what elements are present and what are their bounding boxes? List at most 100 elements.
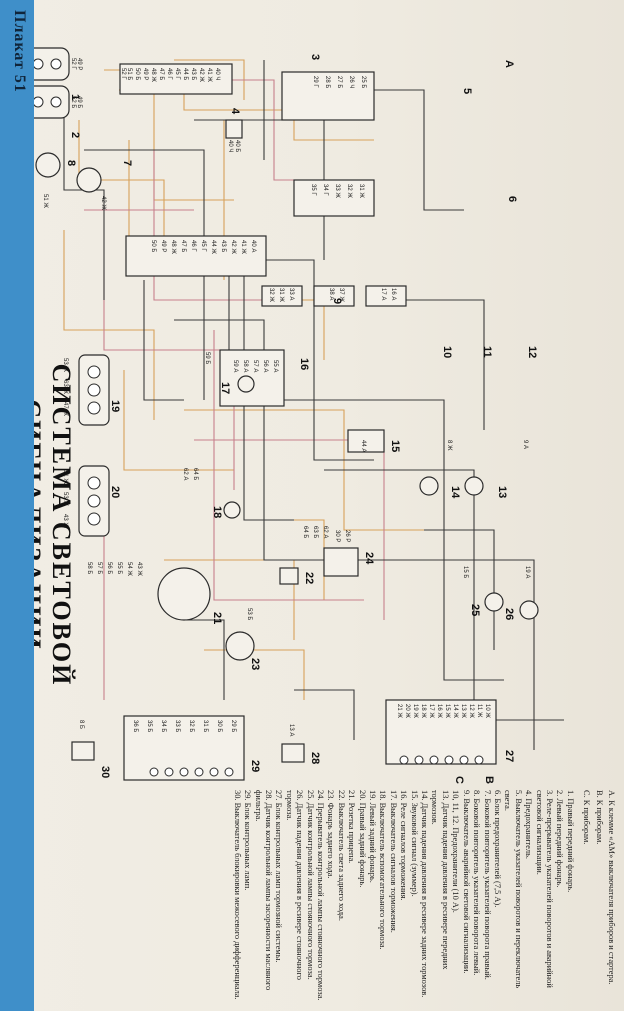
component-number: 30 [99,766,111,778]
wire-label: 62 А [322,526,328,538]
wire-label: 30 Б [216,720,222,732]
legend-item: 6. Блок предохранителей (7,5 А). [492,790,502,908]
legend-item: 7. Боковой повторитель указателей поворо… [482,790,492,980]
wire-label: 40 Б [234,140,240,152]
legend-item: 1. Правый передний фонарь. [565,790,575,893]
wire-label: 19 А [524,566,530,578]
wire-label: 49 Р [76,58,82,70]
connector-a: A [503,60,515,68]
wire-label: 12 Ж [468,704,474,718]
legend-item: 23. Фонарь заднего хода. [326,790,336,879]
wire-label: 57 Б [96,562,102,574]
wire-label: 56 Б [106,562,112,574]
component-number: 10 [441,346,453,358]
legend-item: 10, 11, 12. Предохранители (10 А). [451,790,461,913]
wire-label: 54 Ж [126,562,132,576]
wire-label: 53 Ж [62,492,68,506]
component-number: 4 [229,108,241,115]
wire-label: 35 Г [310,184,316,196]
wire-label: 33 Ж [334,184,340,198]
wire-label: 48 Ж [170,240,176,254]
wire-label: 43 Ж [136,562,142,576]
header-band: Плакат 51 [0,0,34,1011]
component-number: 16 [298,358,310,370]
wire-label: 42 Ж [230,240,236,254]
legend-item: 28. Датчик контрольной лампы засоренност… [253,790,273,991]
wire-label: 50 Б [150,240,156,252]
legend: А. К клемме «АМ» выключателя приборов и … [96,790,616,1002]
wire-label: 53 Ж [62,358,68,372]
wire-label: 18 Ж [420,704,426,718]
wire-label: 64 Б [192,468,198,480]
legend-item: 20. Правый задний фонарь. [357,790,367,888]
component-number: 2 [69,132,81,138]
component-number: 23 [249,658,261,670]
wire-label: 47 Ж [62,402,68,416]
wire-label: 21 Ж [396,704,402,718]
wire-label: 43 Б [220,240,226,252]
wire-label: 46 Г [166,68,172,80]
wire-label: 63 Б [312,526,318,538]
component-number: 19 [109,400,121,412]
wire-label: 29 Г [312,76,318,88]
wire-label: 16 А [390,288,396,300]
legend-header-c: С. К приборам. [582,790,592,845]
wire-label: 52 Б [70,96,76,108]
wire-label: 33 А [288,288,294,300]
wire-label: 31 Ж [358,184,364,198]
wire-label: 41 Ж [206,68,212,82]
legend-item: 16. Реле сигналов торможения. [399,790,409,901]
wire-label: 16 Ж [436,704,442,718]
wire-label: 14 Ж [452,704,458,718]
wire-label: 58 Б [86,562,92,574]
wire-label: 49 Р [142,68,148,80]
component-number: 5 [461,88,473,94]
wire-label: 52 Г [70,58,76,70]
wire-label: 31 Б [202,720,208,732]
component-number: 26 [503,608,515,620]
wire-label: 9 А [522,440,528,449]
legend-item: 22. Выключатель света заднего хода. [336,790,346,921]
wire-label: 33 Б [174,720,180,732]
wire-label: 45 Г [174,68,180,80]
legend-item: 30. Выключатель блокировки межосевого ди… [232,790,242,1000]
wire-label: 58 А [242,360,248,372]
connector-b: B [483,776,495,784]
wire-label: 51 Ж [62,470,68,484]
component-number: 8 [65,160,77,166]
wire-label: 43 Б [190,68,196,80]
legend-item: 13. Датчик падения давления в ресивере п… [430,790,450,970]
wire-label: 41 Ж [240,240,246,254]
component-number: 3 [309,54,321,60]
wire-label: 27 Б [336,76,342,88]
legend-item: 4. Предохранитель. [524,790,534,859]
wire-label: 30 Р [334,530,340,542]
component-number: 17 [219,382,231,394]
component-number: 18 [211,506,223,518]
legend-item: 2. Левый передний фонарь. [555,790,565,888]
wire-label: 32 Ж [346,184,352,198]
wire-label: 35 Б [146,720,152,732]
wire-label: 57 А [252,360,258,372]
legend-item: 17. Выключатель сигналов торможения. [388,790,398,933]
wire-label: 44 А [360,440,366,452]
wire-label: 49 Б [76,96,82,108]
component-number: 15 [389,440,401,452]
wire-label: 13 А [288,724,294,736]
wire-label: 59 Б [204,352,210,364]
wire-label: 51 Ж [42,194,48,208]
legend-item: 27. Блок контрольных ламп тормозной сист… [274,790,284,963]
wire-label: 36 Б [132,720,138,732]
legend-item: 3. Реле-прерыватель указателей поворотов… [534,790,554,988]
wire-label: 40 Ч [227,140,233,152]
wire-label: 64 Б [302,526,308,538]
legend-item: 8. Боковой повторитель указателей поворо… [472,790,482,976]
component-number: 14 [449,486,461,499]
component-number: 6 [506,196,518,202]
component-number: 25 [469,604,481,616]
connector-c: C [453,776,465,784]
wire-label: 51 Б [126,68,132,80]
wire-label: 31 Ж [278,288,284,302]
